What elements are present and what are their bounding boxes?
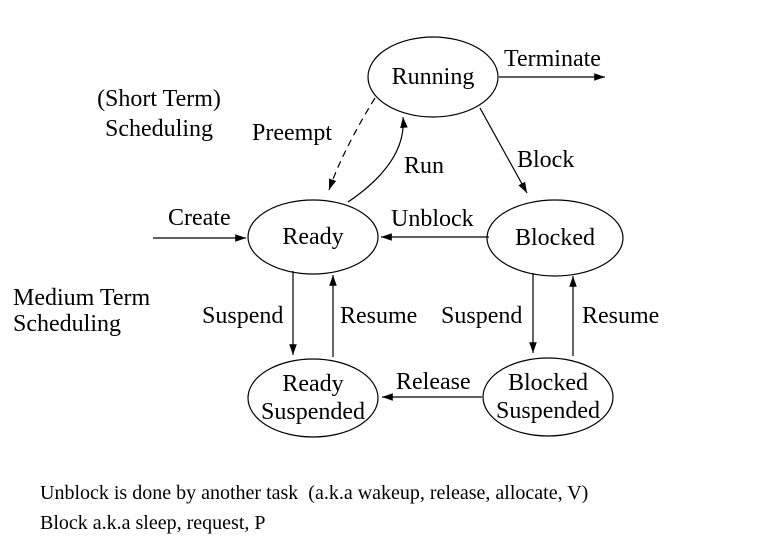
short-term-line2: Scheduling <box>105 116 213 142</box>
short-term-line1: (Short Term) <box>97 86 221 112</box>
ready-label-text: Ready <box>282 224 344 250</box>
blocked-state-label: Blocked <box>487 201 623 275</box>
blocked-suspended-state-ellipse <box>482 357 614 437</box>
blocked-label-text: Blocked <box>515 225 595 251</box>
blocked-state-ellipse <box>486 199 624 277</box>
unblock-label: Unblock <box>391 206 474 232</box>
ready-suspended-state-ellipse <box>247 358 379 438</box>
medium-term-line1: Medium Term <box>13 285 151 311</box>
running-state-ellipse <box>367 36 499 118</box>
run-label: Run <box>404 153 445 179</box>
footnote-line-1: Unblock is done by another task (a.k.a w… <box>40 482 589 504</box>
ready-suspended-line2: Suspended <box>261 399 365 425</box>
resume-blocked-label: Resume <box>582 303 660 329</box>
block-label: Block <box>517 147 575 173</box>
preempt-label: Preempt <box>252 120 332 146</box>
ready-suspended-line1: Ready <box>282 371 344 397</box>
create-label: Create <box>168 205 231 231</box>
footnote-line-2: Block a.k.a sleep, request, P <box>40 512 266 534</box>
resume-ready-label: Resume <box>340 303 418 329</box>
terminate-label: Terminate <box>504 46 601 72</box>
running-label-text: Running <box>391 64 475 90</box>
run-arrow <box>347 116 408 203</box>
ready-state-ellipse <box>247 199 379 275</box>
medium-term-line2: Scheduling <box>13 311 121 337</box>
running-state-label: Running <box>368 37 498 117</box>
suspend-ready-label: Suspend <box>202 303 284 329</box>
blocked-suspended-line2: Suspended <box>496 398 600 424</box>
preempt-arrow <box>328 97 376 191</box>
ready-state-label: Ready <box>248 200 378 274</box>
medium-term-scheduling-note: Medium Term Scheduling <box>13 285 150 337</box>
block-arrow <box>479 107 528 194</box>
blocked-suspended-state-label: Blocked Suspended <box>483 358 613 436</box>
ready-suspended-state-label: Ready Suspended <box>248 359 378 437</box>
blocked-suspended-line1: Blocked <box>508 370 588 396</box>
short-term-scheduling-note: (Short Term) Scheduling <box>84 84 234 144</box>
release-label: Release <box>396 369 471 395</box>
suspend-blocked-label: Suspend <box>441 303 523 329</box>
